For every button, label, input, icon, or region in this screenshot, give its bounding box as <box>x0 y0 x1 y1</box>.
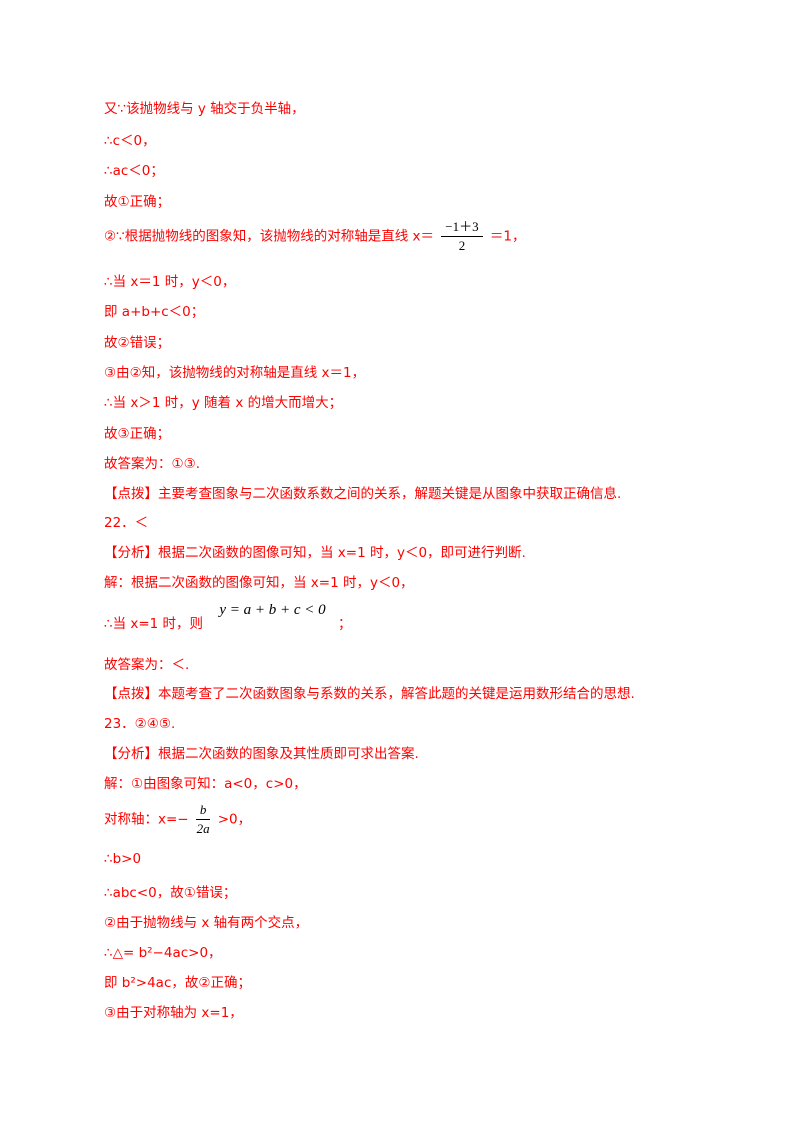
text-line-fraction: ②∵根据抛物线的图象知，该抛物线的对称轴是直线 x＝ −1＋3 2 ＝1， <box>104 218 526 255</box>
fraction-numerator: −1＋3 <box>441 218 483 237</box>
text-line: ∴b>0 <box>104 851 142 867</box>
text-line: 【点拨】本题考查了二次函数图象与系数的关系，解答此题的关键是运用数形结合的思想. <box>104 686 635 702</box>
text-line: 故③正确； <box>104 426 171 442</box>
text-segment: ＝1， <box>489 228 526 245</box>
text-line: 故②错误； <box>104 335 171 351</box>
text-line: ∴c＜0， <box>104 133 156 149</box>
text-line: 【分析】根据二次函数的图像可知，当 x=1 时，y＜0，即可进行判断. <box>104 545 526 561</box>
text-line: ②由于抛物线与 x 轴有两个交点， <box>104 915 309 931</box>
text-line: 23．②④⑤. <box>104 716 176 732</box>
text-line: 22．＜ <box>104 515 149 531</box>
text-line: 解：①由图象可知：a<0，c>0， <box>104 776 307 792</box>
text-line: ③由于对称轴为 x=1， <box>104 1005 243 1021</box>
text-segment: ； <box>337 616 352 632</box>
text-line: ∴abc<0，故①错误； <box>104 885 237 901</box>
text-line: 解：根据二次函数的图像可知，当 x=1 时，y＜0， <box>104 575 414 591</box>
text-line: ∴ac＜0； <box>104 163 164 179</box>
text-line-math: ∴当 x=1 时，则 y = a + b + c < 0 ； <box>104 602 352 633</box>
text-line: ∴△= b²−4ac>0， <box>104 945 222 961</box>
text-line: 【点拨】主要考查图象与二次函数系数之间的关系，解题关键是从图象中获取正确信息. <box>104 486 622 502</box>
fraction: −1＋3 2 <box>441 218 483 255</box>
text-line: 即 a+b+c＜0； <box>104 304 205 320</box>
fraction: b 2a <box>195 801 211 838</box>
fraction-denominator: 2 <box>458 238 466 253</box>
text-line: 即 b²>4ac，故②正确； <box>104 975 251 991</box>
text-line: 故答案为：①③. <box>104 456 200 472</box>
fraction-numerator: b <box>195 801 211 820</box>
text-line: 又∵该抛物线与 y 轴交于负半轴， <box>104 101 305 117</box>
text-line: ∴当 x＝1 时，y＜0， <box>104 274 236 290</box>
text-segment: ∴当 x=1 时，则 <box>104 616 204 632</box>
text-line-fraction: 对称轴：x=− b 2a >0， <box>104 801 251 838</box>
text-segment: 对称轴：x=− <box>104 811 189 828</box>
fraction-denominator: 2a <box>196 821 210 836</box>
math-expression: y = a + b + c < 0 <box>219 602 326 618</box>
text-segment: ②∵根据抛物线的图象知，该抛物线的对称轴是直线 x＝ <box>104 228 434 245</box>
text-line: 【分析】根据二次函数的图象及其性质即可求出答案. <box>104 746 419 762</box>
text-line: 故①正确； <box>104 194 171 210</box>
text-segment: >0， <box>217 811 252 828</box>
text-line: 故答案为：＜. <box>104 657 190 673</box>
text-line: ③由②知，该抛物线的对称轴是直线 x＝1， <box>104 365 366 381</box>
text-line: ∴当 x＞1 时，y 随着 x 的增大而增大； <box>104 395 343 411</box>
